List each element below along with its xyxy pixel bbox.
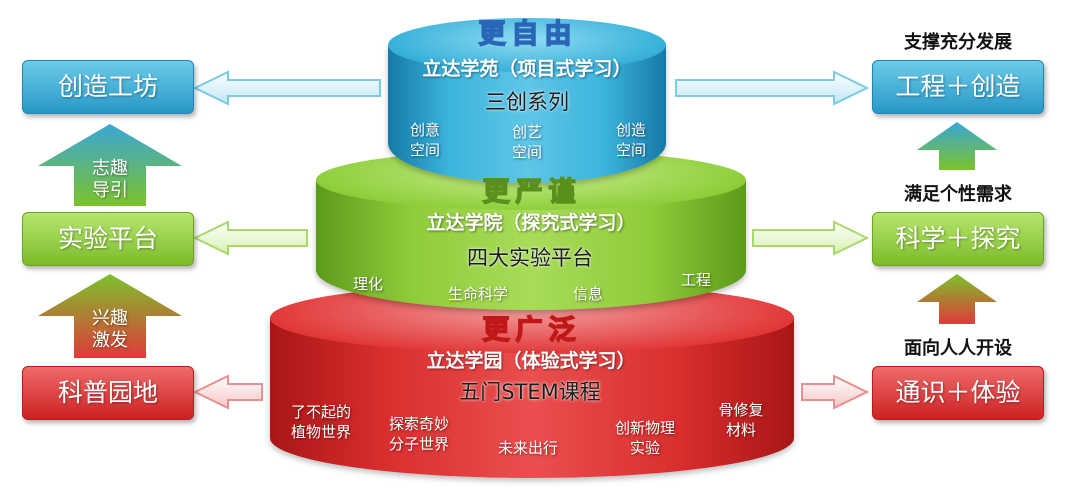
tier-bottom-item: 探索奇妙 分子世界: [388, 415, 449, 453]
arrow-left-red: [192, 374, 263, 410]
arrow-right-blue: [675, 70, 870, 106]
tier-bottom-item: 骨修复 材料: [718, 401, 764, 439]
tier-middle-title: 立达学院（探究式学习）: [426, 212, 636, 234]
tier-top-tag: 更自由: [478, 18, 578, 51]
left-box-science-garden[interactable]: 科普园地: [22, 366, 194, 420]
tier-middle-tag: 更严谨: [482, 176, 582, 209]
right-box-engineering-creation[interactable]: 工程＋创造: [872, 60, 1044, 114]
tier-top-top: [388, 18, 666, 72]
arrow-left-blue: [192, 70, 381, 106]
arrow-up-right-bottom: [917, 274, 997, 324]
tier-bottom-subtitle: 五门STEM课程: [459, 380, 601, 404]
tier-top-title: 立达学苑（项目式学习）: [422, 58, 632, 80]
tier-middle-item: 信息: [572, 285, 603, 303]
tier-bottom-tag: 更广泛: [482, 314, 582, 347]
arrow-left-green: [192, 220, 308, 256]
arrow-up-left-bottom: [38, 274, 182, 358]
right-box-science-inquiry[interactable]: 科学＋探究: [872, 212, 1044, 266]
tier-top-subtitle: 三创系列: [485, 90, 569, 114]
arrow-right-green: [752, 220, 870, 256]
tier-top-item: 创意 空间: [409, 121, 440, 159]
tier-bottom-item: 了不起的 植物世界: [290, 403, 351, 441]
arrow-right-red: [801, 374, 870, 410]
up-label-interest-inspire: 兴趣 激发: [92, 308, 128, 351]
right-caption-full-development: 支撑充分发展: [904, 32, 1012, 53]
tier-middle-item: 生命科学: [447, 285, 508, 303]
right-caption-individual-needs: 满足个性需求: [904, 184, 1012, 205]
tier-bottom-item: 创新物理 实验: [614, 419, 675, 457]
arrow-up-right-top: [917, 122, 997, 170]
arrow-up-left-top: [38, 124, 182, 206]
left-box-lab-platform[interactable]: 实验平台: [22, 212, 194, 266]
tier-top-item: 创造 空间: [615, 121, 646, 159]
tier-middle-item: 理化: [352, 275, 383, 293]
tier-top-item: 创艺 空间: [511, 123, 542, 161]
left-box-create-workshop[interactable]: 创造工坊: [22, 60, 194, 114]
tier-middle-item: 工程: [680, 271, 711, 289]
tier-middle-subtitle: 四大实验平台: [467, 246, 593, 270]
up-label-interest-guide: 志趣 导引: [92, 158, 128, 201]
right-box-general-experience[interactable]: 通识＋体验: [872, 366, 1044, 420]
right-caption-for-everyone: 面向人人开设: [904, 338, 1012, 359]
tier-bottom-title: 立达学园（体验式学习）: [426, 350, 636, 372]
tier-top: [388, 18, 666, 183]
tier-bottom-item: 未来出行: [497, 439, 558, 457]
